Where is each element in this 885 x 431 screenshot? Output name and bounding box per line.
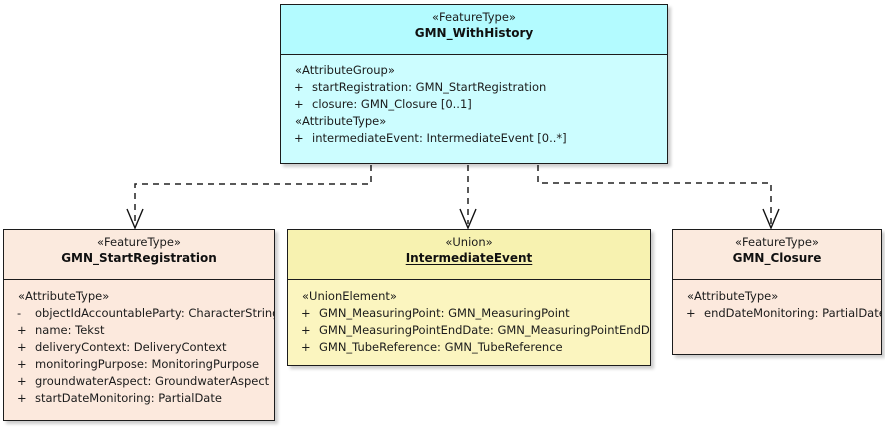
compartment-group-label: «AttributeType» (295, 114, 387, 128)
attribute-visibility: + (301, 306, 311, 320)
attribute-row: + endDateMonitoring: PartialDate (673, 305, 881, 322)
compartment-group-label: «AttributeGroup» (295, 63, 395, 77)
attribute-row: -objectIdAccountableParty: CharacterStri… (4, 305, 274, 322)
class-name: IntermediateEvent (405, 251, 533, 265)
attribute-text: groundwaterAspect: GroundwaterAspect (35, 374, 270, 388)
class-name: GMN_WithHistory (414, 26, 534, 40)
class-box-gmn-withhistory[interactable]: «FeatureType» GMN_WithHistory «Attribute… (280, 4, 668, 164)
attribute-visibility: + (294, 97, 304, 111)
class-header-gmn-withhistory: «FeatureType» GMN_WithHistory (281, 5, 667, 55)
attribute-row: + deliveryContext: DeliveryContext (4, 339, 274, 356)
class-header-intermediateevent: «Union» IntermediateEvent (288, 230, 650, 280)
attribute-visibility: + (17, 357, 27, 371)
attribute-row: + name: Tekst (4, 322, 274, 339)
attribute-visibility: + (17, 391, 27, 405)
class-header-gmn-closure: «FeatureType» GMN_Closure (673, 230, 881, 280)
class-stereotype: «Union» (445, 235, 493, 249)
attribute-visibility: + (17, 340, 27, 354)
attribute-visibility: + (301, 340, 311, 354)
attribute-row: + startRegistration: GMN_StartRegistratio… (281, 79, 667, 96)
attribute-text: deliveryContext: DeliveryContext (35, 340, 227, 354)
attribute-visibility: + (294, 131, 304, 145)
attribute-text: GMN_MeasuringPoint: GMN_MeasuringPoint (319, 306, 570, 320)
class-box-intermediateevent[interactable]: «Union» IntermediateEvent «UnionElement»… (287, 229, 651, 366)
class-body-gmn-withhistory: «AttributeGroup» + startRegistration: GMN… (281, 55, 667, 163)
attribute-visibility: + (686, 306, 696, 320)
attribute-visibility: + (301, 323, 311, 337)
class-body-intermediateevent: «UnionElement» + GMN_MeasuringPoint: GMN_… (288, 280, 650, 365)
class-stereotype: «FeatureType» (735, 235, 819, 249)
arrowhead-closure (762, 208, 780, 230)
compartment-group-label: «UnionElement» (302, 289, 397, 303)
compartment-group-label: «AttributeType» (687, 289, 779, 303)
attribute-row: + GMN_MeasuringPointEndDate: GMN_Measurin… (288, 322, 650, 339)
class-box-gmn-startregistration[interactable]: «FeatureType» GMN_StartRegistration «Att… (3, 229, 275, 421)
attribute-row: + monitoringPurpose: MonitoringPurpose (4, 356, 274, 373)
attribute-text: startDateMonitoring: PartialDate (35, 391, 222, 405)
arrowhead-startregistration (126, 208, 144, 230)
class-stereotype: «FeatureType» (97, 235, 181, 249)
attribute-text: startRegistration: GMN_StartRegistration (312, 80, 547, 94)
attribute-row: + startDateMonitoring: PartialDate (4, 390, 274, 407)
attribute-text: GMN_MeasuringPointEndDate: GMN_Measuring… (319, 323, 650, 337)
class-box-gmn-closure[interactable]: «FeatureType» GMN_Closure «AttributeType… (672, 229, 882, 355)
attribute-text: endDateMonitoring: PartialDate (704, 306, 881, 320)
class-body-gmn-closure: «AttributeType» + endDateMonitoring: Part… (673, 280, 881, 354)
class-body-gmn-startregistration: «AttributeType» -objectIdAccountablePart… (4, 280, 274, 420)
compartment-group-label: «AttributeType» (18, 289, 110, 303)
connector-withhistory-to-closure (537, 165, 772, 224)
attribute-row: + groundwaterAspect: GroundwaterAspect (4, 373, 274, 390)
attribute-row: + intermediateEvent: IntermediateEvent [0… (281, 130, 667, 147)
class-header-gmn-startregistration: «FeatureType» GMN_StartRegistration (4, 230, 274, 280)
attribute-text: closure: GMN_Closure [0..1] (312, 97, 472, 111)
attribute-text: name: Tekst (35, 323, 105, 337)
attribute-visibility: - (17, 306, 22, 320)
attribute-text: intermediateEvent: IntermediateEvent [0.… (312, 131, 567, 145)
connector-withhistory-to-startregistration (134, 165, 372, 224)
attribute-text: objectIdAccountableParty: CharacterStrin… (35, 306, 274, 320)
class-stereotype: «FeatureType» (432, 10, 516, 24)
attribute-visibility: + (17, 374, 27, 388)
attribute-visibility: + (294, 80, 304, 94)
class-name: GMN_Closure (732, 251, 822, 265)
attribute-text: GMN_TubeReference: GMN_TubeReference (319, 340, 563, 354)
attribute-row: + GMN_TubeReference: GMN_TubeReference (288, 339, 650, 356)
class-name: GMN_StartRegistration (61, 251, 217, 265)
attribute-row: + GMN_MeasuringPoint: GMN_MeasuringPoint (288, 305, 650, 322)
attribute-text: monitoringPurpose: MonitoringPurpose (35, 357, 260, 371)
attribute-row: + closure: GMN_Closure [0..1] (281, 96, 667, 113)
attribute-visibility: + (17, 323, 27, 337)
arrowhead-intermediateevent (459, 208, 477, 230)
